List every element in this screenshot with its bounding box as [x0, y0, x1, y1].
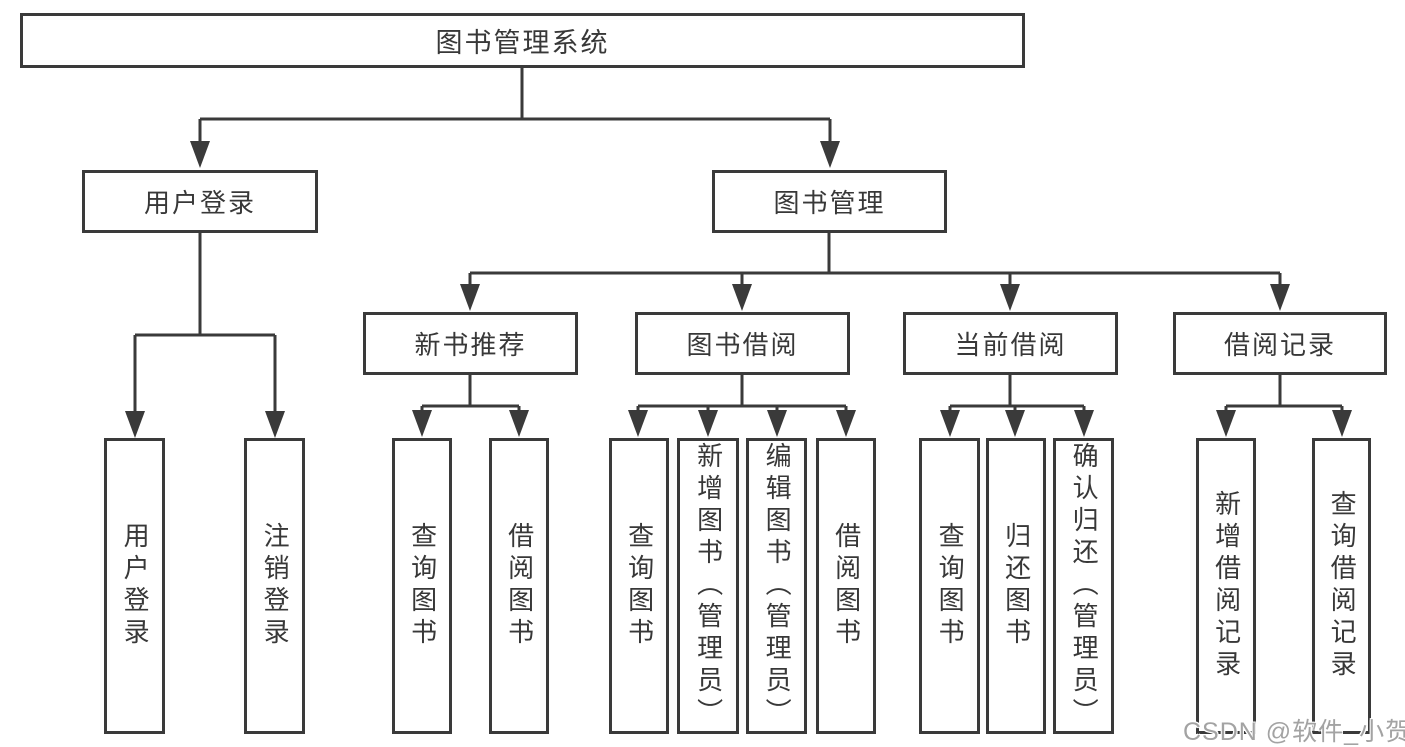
arrowhead-leaf: [1005, 410, 1025, 437]
node-book-management: 图书管理: [712, 170, 947, 233]
connector-book-management-children: [468, 232, 1282, 286]
arrowhead-leaf: [412, 410, 432, 437]
arrowhead-leaf: [1332, 410, 1352, 437]
arrowhead-leaf: [1074, 410, 1094, 437]
node-root-system: 图书管理系统: [20, 13, 1025, 68]
leaf-query-books-borrowing: 查询图书: [609, 438, 669, 734]
leaf-confirm-return-admin: 确认归还（管理员）: [1053, 438, 1114, 734]
connector-book-borrowing-children: [636, 374, 848, 412]
arrowhead-leaf: [836, 410, 856, 437]
leaf-add-borrow-record: 新增借阅记录: [1196, 438, 1256, 734]
node-borrowing-records: 借阅记录: [1173, 312, 1387, 375]
arrowhead-to-leaf-logout: [265, 411, 285, 438]
connector-root-to-level2: [198, 66, 832, 143]
leaf-query-borrow-record: 查询借阅记录: [1312, 438, 1371, 734]
leaf-add-books-admin: 新增图书（管理员）: [677, 438, 739, 734]
leaf-query-books-recommend: 查询图书: [392, 438, 452, 734]
csdn-watermark: CSDN @软件_小贺同学: [1183, 718, 1405, 746]
arrowhead-to-new-book-recommendation: [460, 284, 480, 311]
connector-new-book-children: [420, 374, 521, 412]
leaf-logout-login: 注销登录: [244, 438, 305, 734]
arrowhead-to-user-login: [190, 141, 210, 168]
node-user-login: 用户登录: [82, 170, 318, 233]
node-current-borrowing: 当前借阅: [903, 312, 1118, 375]
connector-current-borrowing-children: [948, 374, 1086, 412]
arrowhead-to-book-borrowing: [732, 284, 752, 311]
node-new-book-recommendation: 新书推荐: [363, 312, 578, 375]
node-book-borrowing: 图书借阅: [635, 312, 850, 375]
arrowhead-to-book-management: [820, 141, 840, 168]
arrowhead-leaf: [1216, 410, 1236, 437]
leaf-edit-books-admin: 编辑图书（管理员）: [746, 438, 807, 734]
leaf-user-login: 用户登录: [104, 438, 165, 734]
leaf-borrow-books-borrowing: 借阅图书: [816, 438, 876, 734]
arrowhead-to-borrowing-records: [1270, 284, 1290, 311]
leaf-borrow-books-recommend: 借阅图书: [489, 438, 549, 734]
arrowhead-leaf: [509, 410, 529, 437]
connector-borrowing-records-children: [1224, 374, 1344, 412]
arrowhead-to-leaf-user-login: [125, 411, 145, 438]
arrowhead-leaf: [628, 410, 648, 437]
leaf-return-books: 归还图书: [986, 438, 1046, 734]
arrowhead-leaf: [698, 410, 718, 437]
connector-user-login-children: [133, 232, 277, 412]
leaf-query-books-current: 查询图书: [919, 438, 980, 734]
arrowhead-to-current-borrowing: [1000, 284, 1020, 311]
arrowhead-leaf: [940, 410, 960, 437]
arrowhead-leaf: [767, 410, 787, 437]
